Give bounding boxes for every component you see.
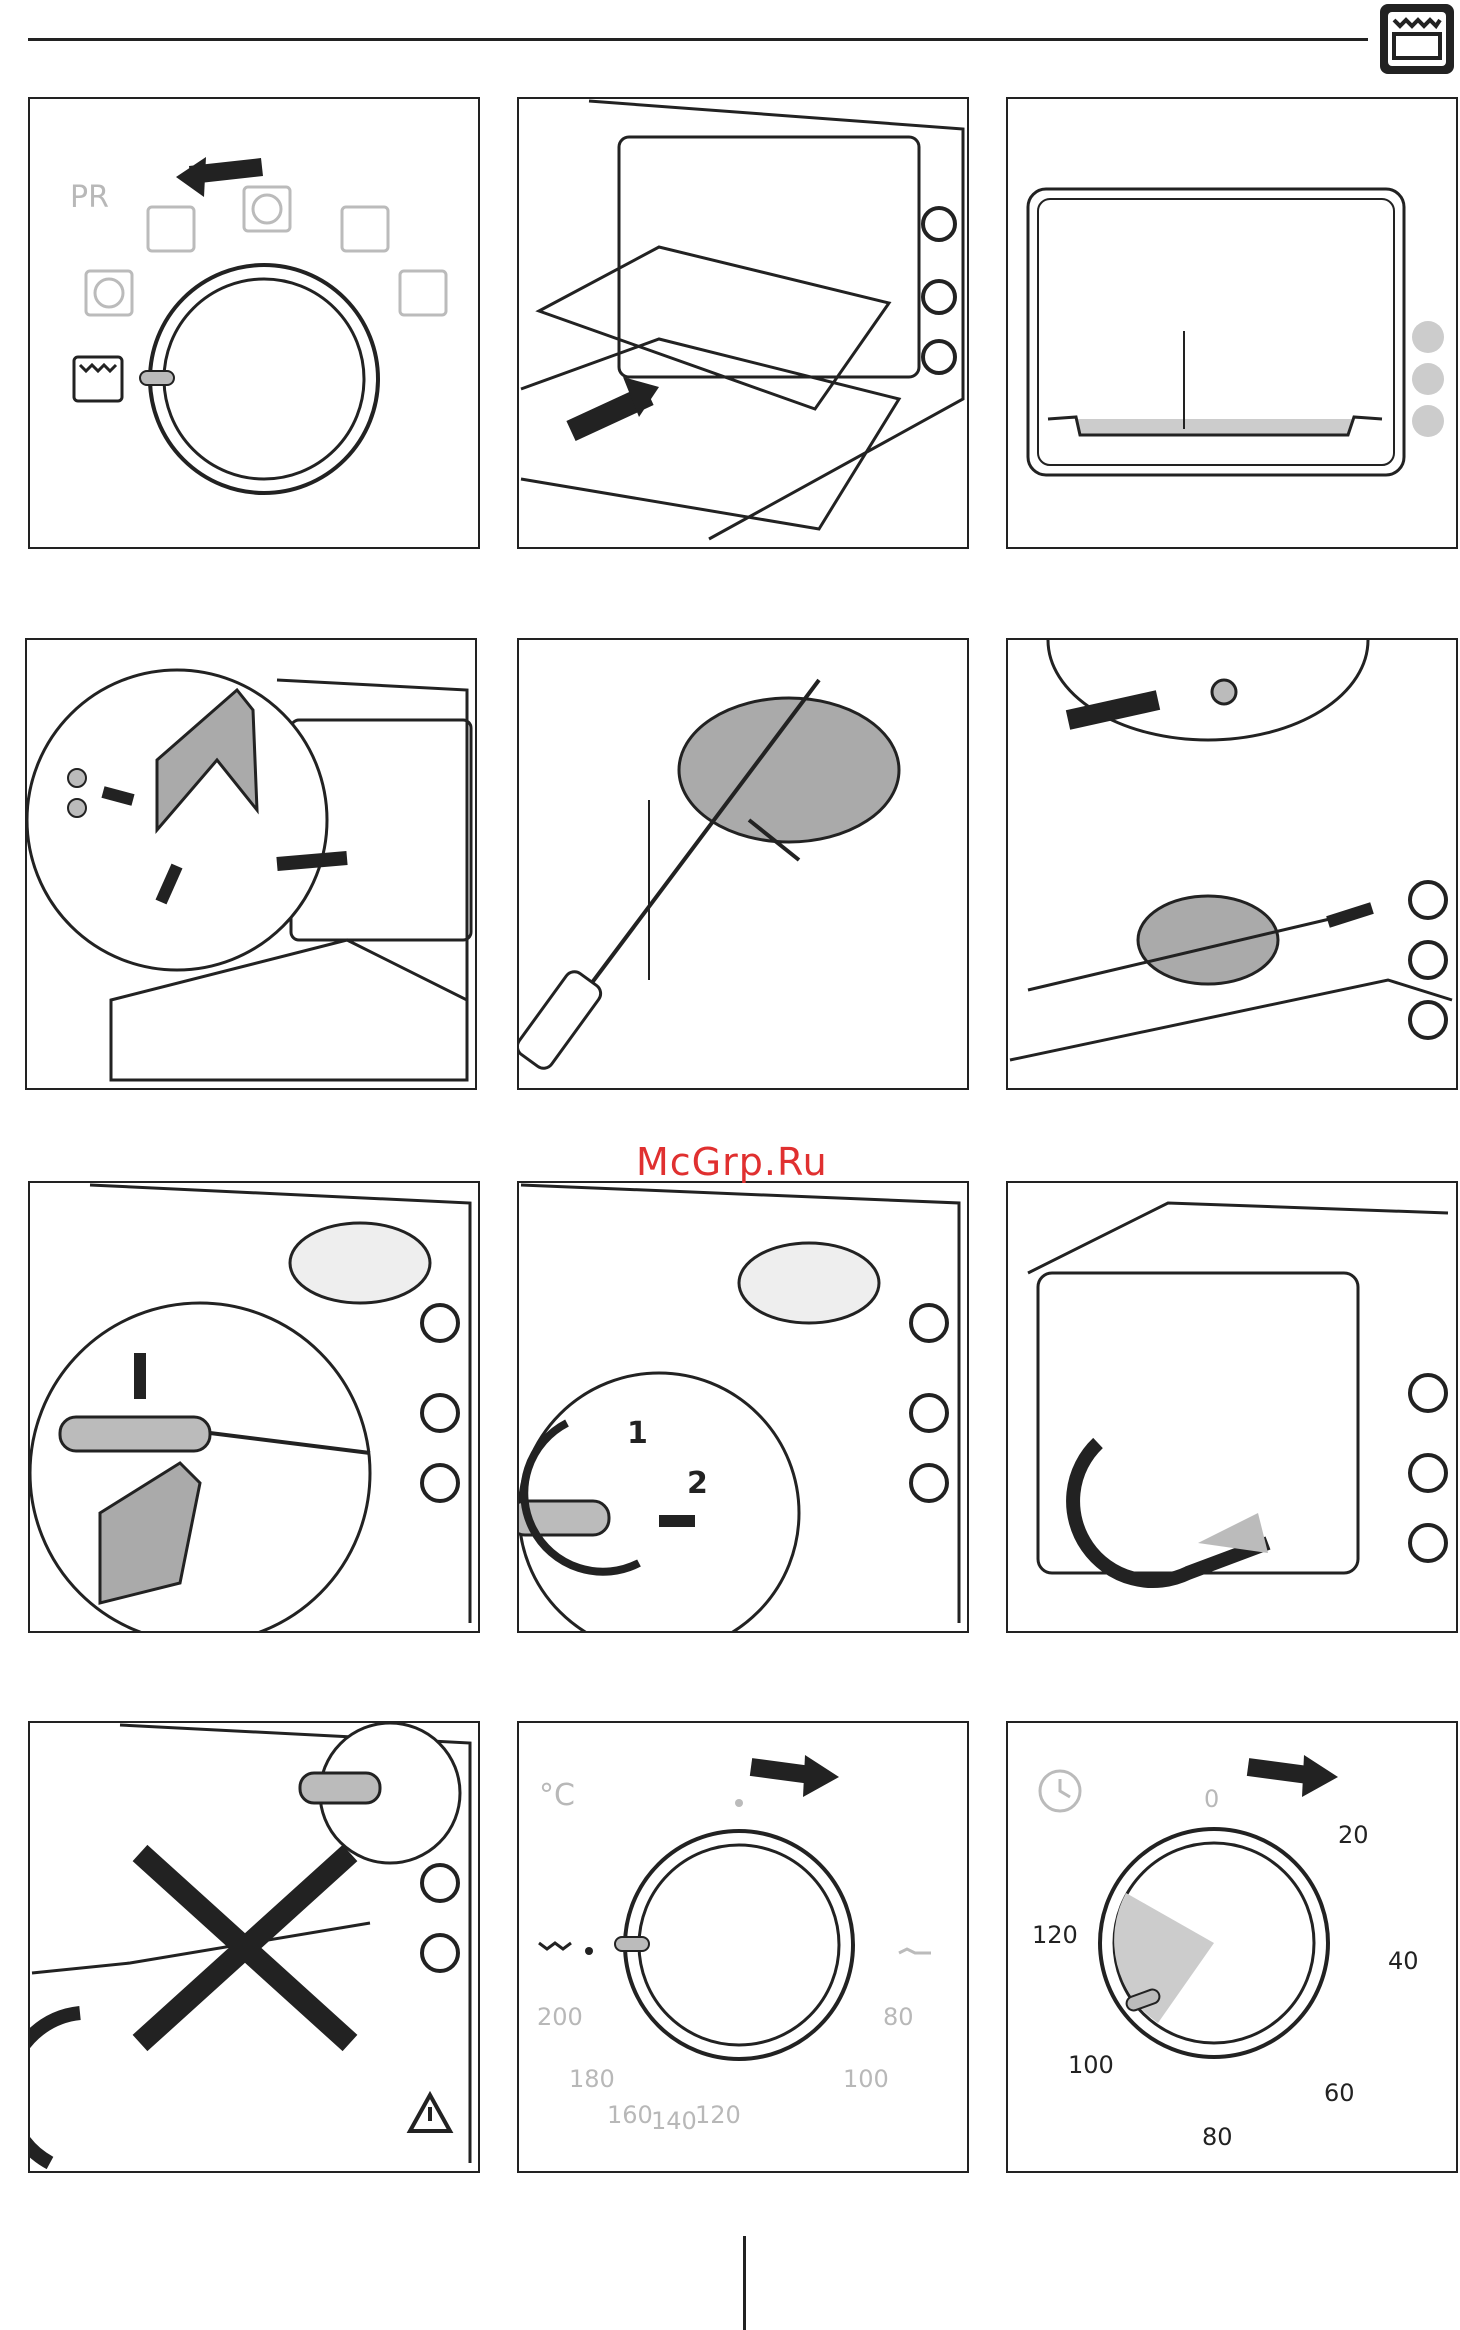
pot-icon: [899, 1949, 931, 1953]
step-panel-chicken-on-spit: [517, 638, 969, 1090]
step-panel-lock-spit: 1 2: [517, 1181, 969, 1633]
minute-120: 120: [1032, 1921, 1078, 1949]
step-panel-insert-spit: [1006, 638, 1458, 1090]
header-rule: [28, 38, 1368, 41]
minute-60: 60: [1324, 2079, 1355, 2107]
step-panel-spit-supports: [25, 638, 477, 1090]
step-number-2: 2: [687, 1466, 708, 1501]
minute-80: 80: [1202, 2123, 1233, 2151]
thermostat-dial: [625, 1831, 853, 2059]
step-panel-timer: 0 20 40 60 80 100 120: [1006, 1721, 1458, 2173]
temp-200: 200: [537, 2003, 583, 2031]
pr-label: PR: [70, 180, 109, 215]
temp-80: 80: [883, 2003, 914, 2031]
temp-180: 180: [569, 2065, 615, 2093]
grill-mode-icon: [1378, 2, 1456, 76]
step-panel-function-dial: PR: [28, 97, 480, 549]
minute-20: 20: [1338, 1821, 1369, 1849]
step-panel-close-door: [1006, 1181, 1458, 1633]
step-panel-insert-tray: [517, 97, 969, 549]
temp-120: 120: [695, 2101, 741, 2129]
grill-mark-icon: [539, 1943, 571, 1949]
watermark: McGrp.Ru: [636, 1140, 828, 1184]
step-number-1: 1: [627, 1416, 648, 1451]
grill-icon: [74, 357, 122, 401]
step-panel-rack-levels: [1006, 97, 1458, 549]
defrost-icon: [400, 271, 446, 315]
step-panel-place-spit: [28, 1181, 480, 1633]
temp-100: 100: [843, 2065, 889, 2093]
minute-0: 0: [1204, 1785, 1219, 1813]
step-panel-thermostat: °C 200 180 160 140 120 100 80: [517, 1721, 969, 2173]
step-panel-warning: [28, 1721, 480, 2173]
function-dial: [150, 265, 378, 493]
temp-160: 160: [607, 2101, 653, 2129]
minute-100: 100: [1068, 2051, 1114, 2079]
temp-unit-label: °C: [539, 1778, 575, 1813]
minute-40: 40: [1388, 1947, 1419, 1975]
temp-140: 140: [651, 2107, 697, 2135]
footer-rule: [743, 2236, 746, 2330]
